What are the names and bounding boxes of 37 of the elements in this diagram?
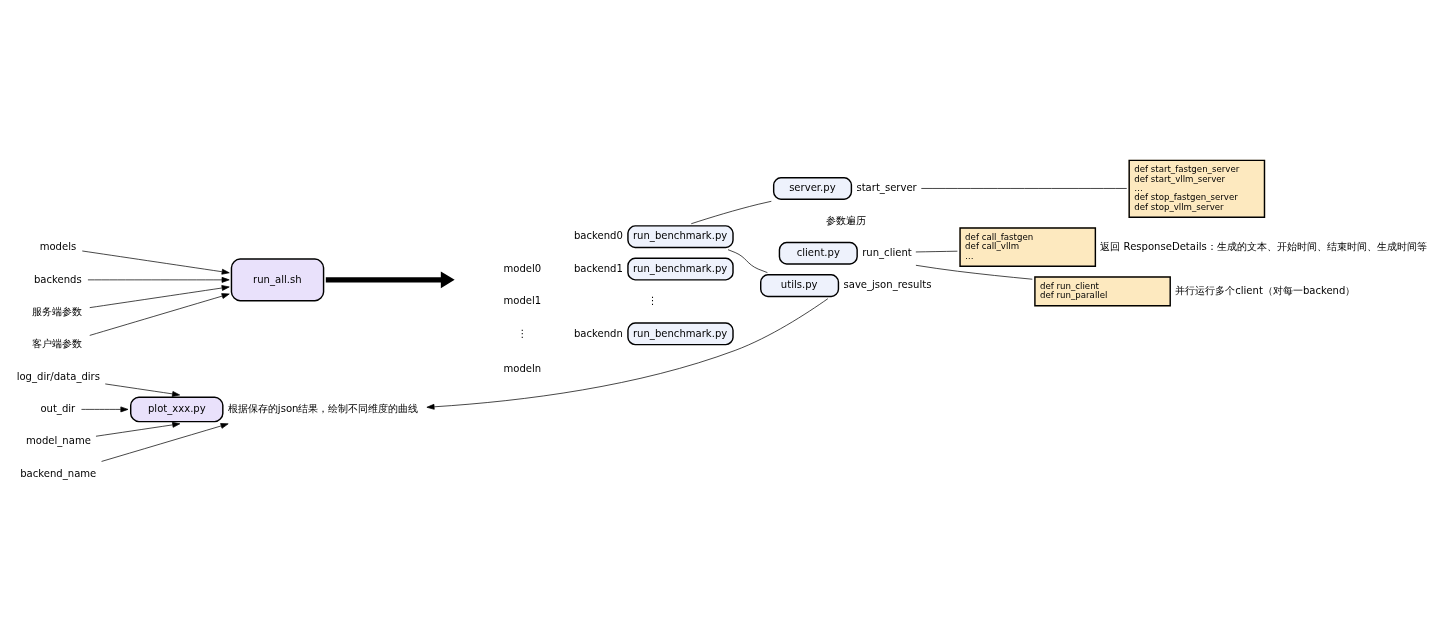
node-label: 根据保存的json结果，绘制不同维度的曲线 [227,402,419,414]
node-label: backendn [573,327,623,338]
arrow [81,250,230,275]
node-text: out_dir [40,402,76,414]
node-label: run_client [862,246,912,258]
label: ⋮ [517,327,528,339]
connector [915,250,958,252]
node-text: 客户端参数 [32,337,83,349]
arrow [89,284,230,308]
node-text: model_name [25,434,91,446]
arrow [95,421,181,437]
node-text: backend_name [20,467,97,479]
node-text: model1 [503,294,542,306]
node-text: model0 [503,262,542,274]
connector [690,200,772,224]
node-label: start_server [856,181,917,193]
node-text: models [39,240,77,252]
arrow [104,383,181,397]
connector [915,264,1033,280]
connector [920,187,1128,189]
arrow [81,406,129,412]
label: ⋮ [647,294,658,306]
node-label: 返回 ResponseDetails：生成的文本、开始时间、结束时间、生成时间等 [1100,240,1427,252]
node-text: 服务端参数 [32,305,83,317]
node-label: backend1 [573,262,623,274]
node-text: modeln [503,362,542,374]
connector [727,248,768,273]
arrow [101,422,229,462]
label: 参数遍历 [826,214,867,226]
node-text: log_dir/data_dirs [16,370,100,382]
arrow [87,276,230,283]
node-label: backend0 [573,229,623,241]
arrow [426,297,829,410]
node-text: backends [33,273,82,285]
node-label: save_json_results [843,278,932,290]
arrow [89,292,230,336]
node-label: 并行运行多个client（对每一backend） [1175,284,1356,296]
